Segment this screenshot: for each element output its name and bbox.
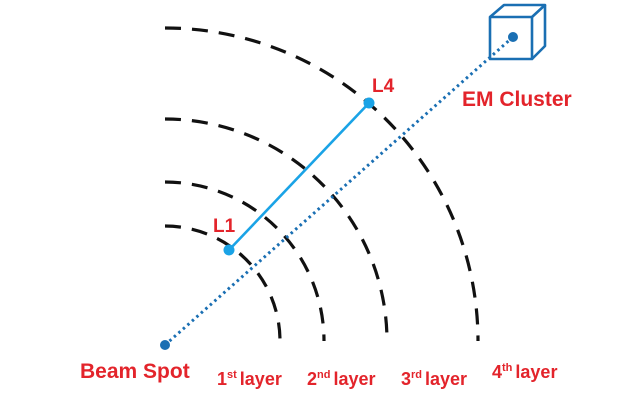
detector-layer-arc-2 xyxy=(164,180,326,342)
hit-label-l4: L4 xyxy=(372,76,395,97)
hit-label-l1: L1 xyxy=(213,216,236,237)
beam-spot-label: Beam Spot xyxy=(80,360,190,383)
detector-layer-arc-3 xyxy=(164,117,389,342)
em-cluster-cube-icon xyxy=(488,3,547,61)
em-cluster-label: EM Cluster xyxy=(462,88,572,111)
beam-spot-point xyxy=(160,340,170,350)
track-segment xyxy=(228,102,370,251)
detector-layer-arc-1 xyxy=(164,224,282,342)
hit-point-l1 xyxy=(223,244,235,256)
detector-layer-arcs xyxy=(164,26,480,342)
hit-point-l4 xyxy=(363,97,375,109)
beam-to-cluster-dotted-line xyxy=(164,35,514,347)
em-cluster-point xyxy=(508,32,518,42)
detector-layer-arc-4 xyxy=(164,26,480,342)
